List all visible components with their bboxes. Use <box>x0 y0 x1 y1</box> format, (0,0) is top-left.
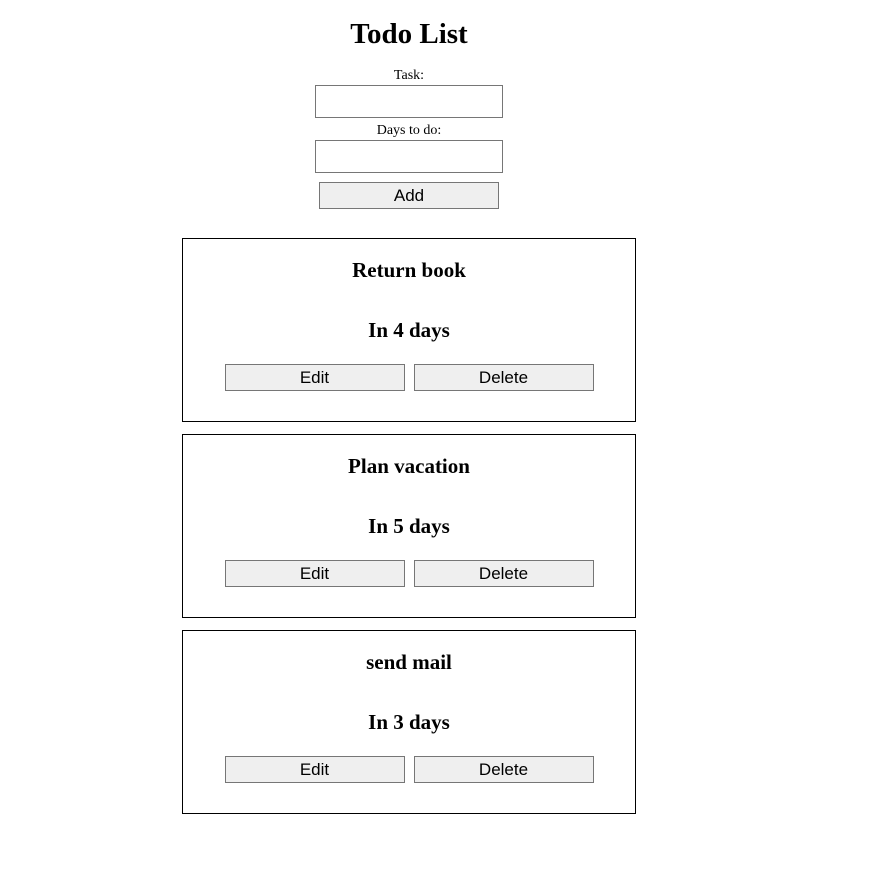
edit-button[interactable]: Edit <box>224 756 405 783</box>
page-title: Todo List <box>350 18 468 50</box>
todo-card: Return book In 4 days Edit Delete <box>182 238 636 422</box>
todo-actions: Edit Delete <box>224 364 594 391</box>
add-button[interactable]: Add <box>319 182 499 209</box>
todo-card: send mail In 3 days Edit Delete <box>182 630 636 814</box>
todo-days: In 5 days <box>368 514 450 538</box>
todo-card: Plan vacation In 5 days Edit Delete <box>182 434 636 618</box>
todo-title: Plan vacation <box>348 454 470 478</box>
delete-button[interactable]: Delete <box>413 756 594 783</box>
todo-actions: Edit Delete <box>224 560 594 587</box>
edit-button[interactable]: Edit <box>224 364 405 391</box>
days-input[interactable] <box>315 140 503 173</box>
task-label: Task: <box>393 68 425 83</box>
todo-title: send mail <box>366 650 452 674</box>
edit-button[interactable]: Edit <box>224 560 405 587</box>
days-label: Days to do: <box>376 123 442 138</box>
todo-days: In 4 days <box>368 318 450 342</box>
task-input[interactable] <box>315 85 503 118</box>
add-todo-form: Task: Days to do: Add <box>315 67 503 209</box>
delete-button[interactable]: Delete <box>413 364 594 391</box>
todo-list: Return book In 4 days Edit Delete Plan v… <box>182 238 636 826</box>
todo-app: Todo List Task: Days to do: Add Return b… <box>182 18 636 826</box>
todo-title: Return book <box>352 258 466 282</box>
delete-button[interactable]: Delete <box>413 560 594 587</box>
todo-actions: Edit Delete <box>224 756 594 783</box>
todo-days: In 3 days <box>368 710 450 734</box>
